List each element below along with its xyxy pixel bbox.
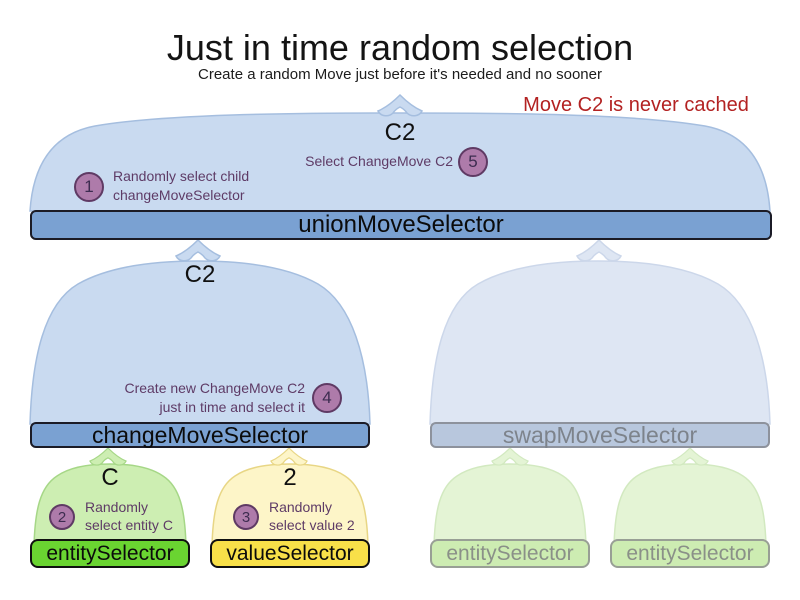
step-2-note: Randomly select entity C	[85, 499, 173, 533]
funnel-swap-entity-left	[433, 463, 587, 547]
value-selector-bar: valueSelector	[210, 539, 370, 568]
funnel-entity	[33, 463, 187, 547]
value-selected-label: 2	[283, 464, 297, 491]
funnel-swap-entity-right	[613, 463, 767, 547]
arrow-up-icon	[491, 447, 529, 466]
arrow-up-icon	[89, 447, 127, 466]
swap-entity-selector-bar-left: entitySelector	[430, 539, 590, 568]
union-selected-move-label: C2	[384, 119, 416, 146]
step-3-note: Randomly select value 2	[269, 499, 355, 533]
change-move-selector-bar: changeMoveSelector	[30, 422, 370, 448]
swap-move-selector-bar: swapMoveSelector	[430, 422, 770, 448]
arrow-up-icon	[174, 238, 222, 262]
funnel-swap	[429, 260, 771, 425]
change-selected-move-label: C2	[184, 261, 216, 288]
step-2-badge: 2	[49, 504, 75, 530]
swap-entity-selector-bar-right: entitySelector	[610, 539, 770, 568]
entity-selected-label: C	[101, 464, 119, 491]
step-4-badge: 4	[312, 383, 342, 413]
step-3-badge: 3	[233, 504, 259, 530]
step-1-badge: 1	[74, 172, 104, 202]
step-4-note: Create new ChangeMove C2 just in time an…	[124, 380, 305, 415]
funnel-union	[29, 112, 771, 212]
arrow-up-icon	[575, 238, 623, 262]
arrow-up-icon	[270, 447, 308, 466]
union-move-selector-bar: unionMoveSelector	[30, 210, 772, 240]
arrow-up-icon	[671, 447, 709, 466]
funnel-change	[29, 260, 371, 425]
step-5-note: Select ChangeMove C2	[305, 153, 453, 169]
entity-selector-bar: entitySelector	[30, 539, 190, 568]
arrow-up-icon	[376, 93, 424, 117]
cache-warning-label: Move C2 is never cached	[523, 94, 749, 116]
step-1-note: Randomly select child changeMoveSelector	[113, 168, 250, 203]
step-5-badge: 5	[458, 147, 488, 177]
page-title: Just in time random selection	[166, 27, 634, 68]
page-subtitle: Create a random Move just before it's ne…	[198, 66, 602, 83]
